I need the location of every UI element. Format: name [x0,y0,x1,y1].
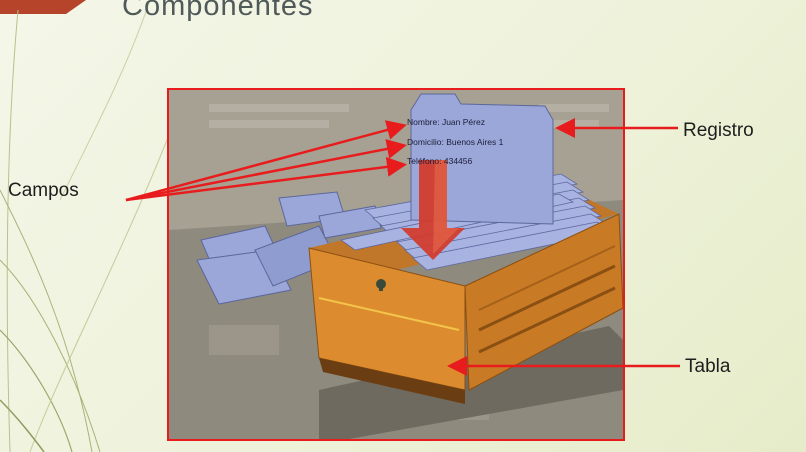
drawer-base [319,358,465,404]
loose-card [318,205,382,239]
background-blur [539,104,609,112]
lock-icon [379,286,383,291]
decorative-curve [29,119,176,452]
drawer-groove [478,264,616,332]
drawer-groove [478,286,616,354]
background-blur [209,120,329,128]
decorative-curve [0,399,45,452]
decorative-curve [0,329,73,452]
decorative-curve [0,189,93,452]
drawer-groove [478,245,616,311]
label-registro: Registro [683,120,754,141]
decorative-curve [59,0,151,201]
background-blur [209,104,349,112]
label-campos: Campos [8,180,79,201]
decorative-curve [0,259,101,452]
background-blur [209,325,279,355]
card-field-address: Domicilio: Buenos Aires 1 [407,137,504,147]
slide-title: Componentes [122,0,314,22]
card-field-phone: Teléfono: 434456 [407,156,473,166]
lock-icon [376,279,386,289]
decorative-curve [6,9,19,452]
drawer-stripe [318,297,460,331]
card-file-drawing [169,90,623,439]
label-tabla: Tabla [685,356,731,377]
drawer-side [464,213,623,391]
card-file-illustration [167,88,625,441]
corner-tab [0,0,86,14]
insert-arrow-highlight [433,160,459,254]
card-field-name: Nombre: Juan Pérez [407,117,485,127]
